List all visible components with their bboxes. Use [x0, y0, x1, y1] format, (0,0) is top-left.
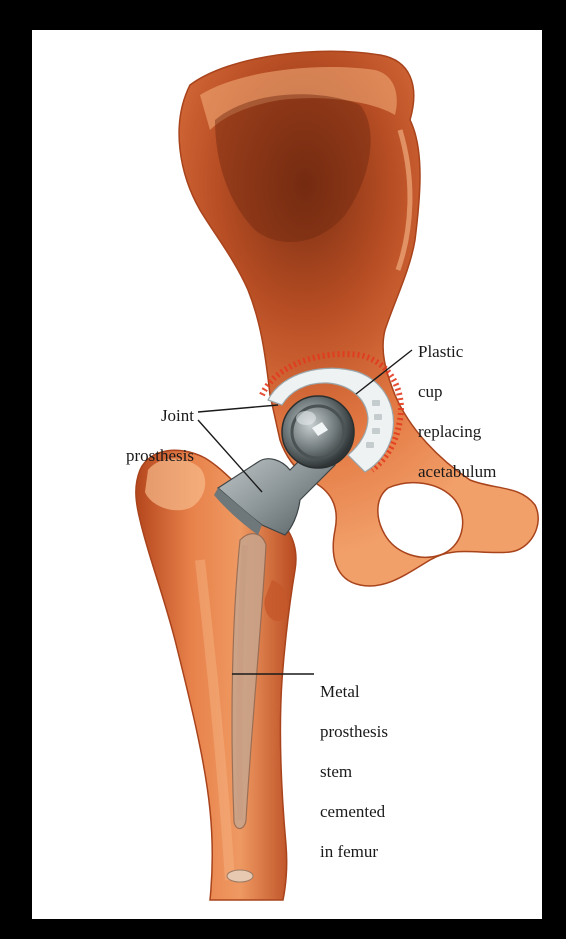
label-joint-prosthesis: Joint prosthesis: [98, 386, 194, 486]
label-plastic-cup: Plastic cup replacing acetabulum: [418, 322, 496, 502]
prosthesis-ball: [282, 396, 354, 468]
label-metal-stem: Metal prosthesis stem cemented in femur: [320, 662, 388, 882]
